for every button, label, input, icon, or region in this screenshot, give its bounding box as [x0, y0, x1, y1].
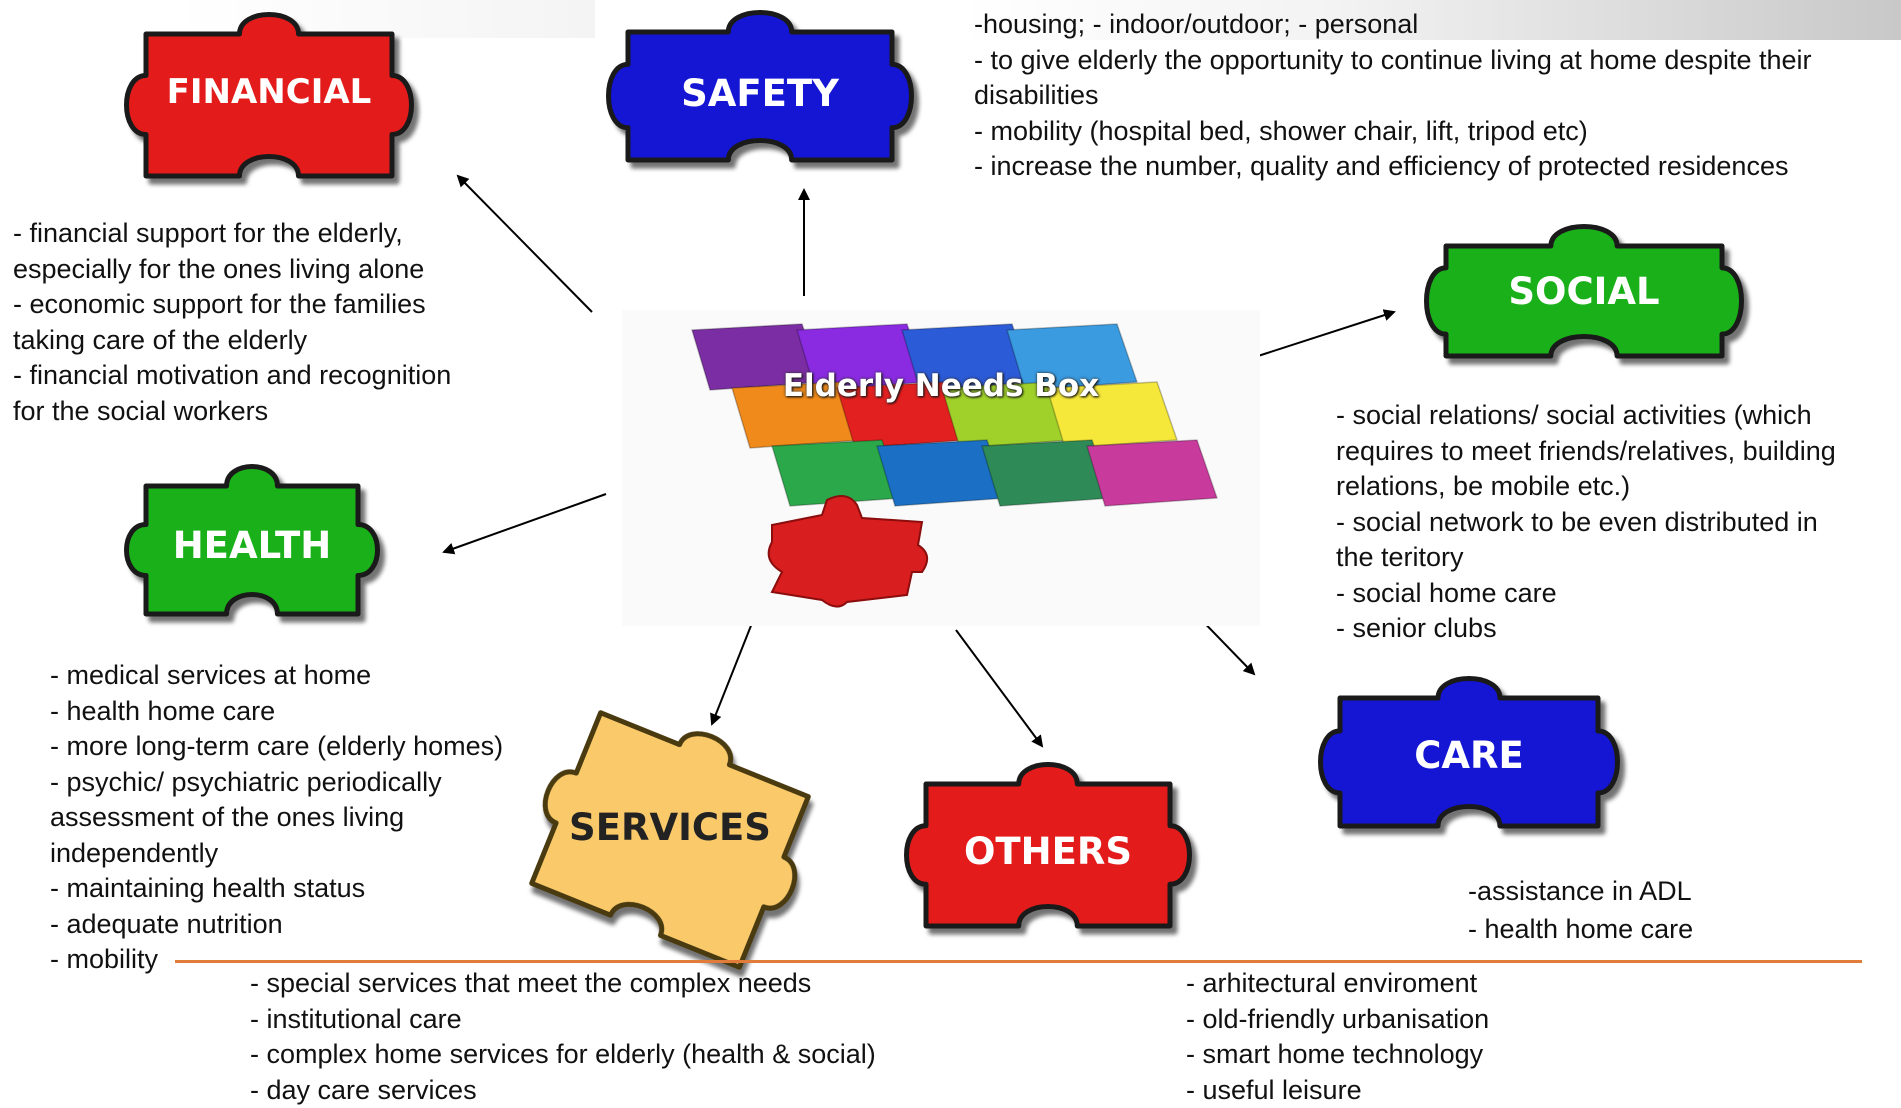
- financial-text-line: - financial support for the elderly,: [13, 216, 451, 252]
- services-text-line: - institutional care: [250, 1002, 876, 1038]
- financial-text-line: for the social workers: [13, 394, 451, 430]
- elderly-needs-box-image: Elderly Needs Box: [622, 310, 1260, 626]
- others-text-line: - old-friendly urbanisation: [1186, 1002, 1489, 1038]
- social-text-line: - social relations/ social activities (w…: [1336, 398, 1836, 434]
- health-text-line: - health home care: [50, 694, 503, 730]
- services-piece: SERVICES: [520, 724, 820, 956]
- services-text-line: - special services that meet the complex…: [250, 966, 876, 1002]
- social-text-line: the teritory: [1336, 540, 1836, 576]
- care-text-line: -assistance in ADL: [1468, 872, 1693, 910]
- social-text-line: - social network to be even distributed …: [1336, 505, 1836, 541]
- divider-rule: [175, 960, 1862, 963]
- social-label: SOCIAL: [1408, 270, 1760, 313]
- social-text-line: relations, be mobile etc.): [1336, 469, 1836, 505]
- arrow-social: [1258, 312, 1394, 356]
- health-text-line: - maintaining health status: [50, 871, 503, 907]
- arrow-health: [444, 494, 606, 552]
- social-piece: SOCIAL: [1408, 222, 1760, 380]
- social-text-line: requires to meet friends/relatives, buil…: [1336, 434, 1836, 470]
- financial-piece: FINANCIAL: [108, 10, 430, 200]
- social-text-line: - social home care: [1336, 576, 1836, 612]
- financial-text-line: - financial motivation and recognition: [13, 358, 451, 394]
- health-text-line: - psychic/ psychiatric periodically: [50, 765, 503, 801]
- safety-label: SAFETY: [590, 72, 930, 115]
- others-text: - arhitectural enviroment - old-friendly…: [1186, 966, 1489, 1108]
- arrow-others: [956, 630, 1042, 746]
- safety-text: -housing; - indoor/outdoor; - personal -…: [974, 7, 1812, 185]
- safety-text-line: -housing; - indoor/outdoor; - personal: [974, 7, 1812, 43]
- financial-text: - financial support for the elderly, esp…: [13, 216, 451, 429]
- health-text: - medical services at home - health home…: [50, 658, 503, 978]
- red-loose-piece: [769, 496, 927, 607]
- mini-puzzle-piece: [1087, 440, 1217, 506]
- safety-text-line: - increase the number, quality and effic…: [974, 149, 1812, 185]
- social-text-line: - senior clubs: [1336, 611, 1836, 647]
- care-text-line: - health home care: [1468, 910, 1693, 948]
- center-title: Elderly Needs Box: [622, 368, 1260, 404]
- safety-text-line: - to give elderly the opportunity to con…: [974, 43, 1812, 79]
- puzzle-cluster-illustration: [622, 310, 1260, 626]
- care-text: -assistance in ADL - health home care: [1468, 872, 1693, 948]
- others-text-line: - arhitectural enviroment: [1186, 966, 1489, 1002]
- care-piece: CARE: [1302, 674, 1636, 850]
- health-text-line: - medical services at home: [50, 658, 503, 694]
- social-text: - social relations/ social activities (w…: [1336, 398, 1836, 647]
- services-label: SERVICES: [520, 806, 820, 849]
- others-text-line: - smart home technology: [1186, 1037, 1489, 1073]
- health-piece: HEALTH: [108, 462, 396, 638]
- health-label: HEALTH: [108, 524, 396, 567]
- services-text: - special services that meet the complex…: [250, 966, 876, 1108]
- care-label: CARE: [1302, 734, 1636, 777]
- services-text-line: - complex home services for elderly (hea…: [250, 1037, 876, 1073]
- others-label: OTHERS: [888, 830, 1208, 873]
- safety-text-line: disabilities: [974, 78, 1812, 114]
- health-text-line: independently: [50, 836, 503, 872]
- health-text-line: - more long-term care (elderly homes): [50, 729, 503, 765]
- arrow-financial: [458, 176, 592, 312]
- financial-label: FINANCIAL: [108, 72, 430, 112]
- safety-text-line: - mobility (hospital bed, shower chair, …: [974, 114, 1812, 150]
- financial-text-line: especially for the ones living alone: [13, 252, 451, 288]
- others-piece: OTHERS: [888, 760, 1208, 950]
- safety-piece: SAFETY: [590, 8, 930, 184]
- health-text-line: assessment of the ones living: [50, 800, 503, 836]
- financial-text-line: taking care of the elderly: [13, 323, 451, 359]
- health-text-line: - adequate nutrition: [50, 907, 503, 943]
- financial-text-line: - economic support for the families: [13, 287, 451, 323]
